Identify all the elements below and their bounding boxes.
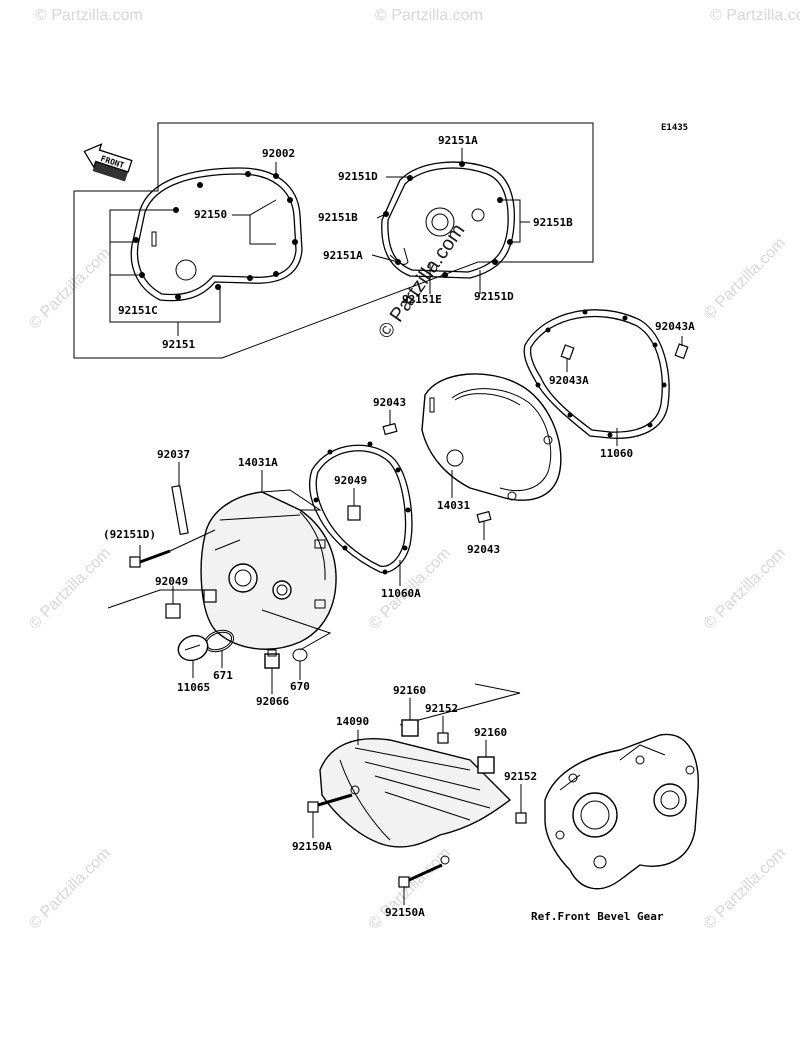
label-92002: 92002	[262, 147, 295, 160]
bushing-92049-left	[165, 603, 181, 619]
watermark: © Partzilla.com	[35, 7, 143, 24]
label-92043A-mid: 92043A	[549, 374, 589, 387]
cover-14031A	[200, 489, 337, 650]
gasket-11060A	[308, 441, 413, 575]
label-92160-right: 92160	[474, 726, 507, 739]
label-92037: 92037	[157, 448, 190, 461]
watermark: © Partzilla.com	[701, 235, 789, 323]
reference-front-bevel-gear: Ref.Front Bevel Gear	[531, 910, 664, 923]
diagram-code: E1435	[661, 123, 688, 133]
label-14031A: 14031A	[238, 456, 278, 469]
gasket-11060	[523, 309, 670, 439]
gasket-set-frame	[73, 122, 594, 359]
label-671: 671	[213, 669, 233, 682]
label-92151A-bottom: 92151A	[323, 249, 363, 262]
label-670: 670	[290, 680, 310, 693]
watermark: © Partzilla.com	[26, 845, 114, 933]
dowel-pin-92043	[382, 422, 492, 524]
label-92043-top: 92043	[373, 396, 406, 409]
label-92152-top: 92152	[425, 702, 458, 715]
label-92043A-right: 92043A	[655, 320, 695, 333]
bolt-92150A	[307, 793, 443, 888]
dowel-pin-92043A	[560, 343, 689, 361]
label-92152-right: 92152	[504, 770, 537, 783]
label-92066: 92066	[256, 695, 289, 708]
label-92151D-bottom: 92151D	[474, 290, 514, 303]
plug-92066	[264, 649, 280, 669]
label-11060: 11060	[600, 447, 633, 460]
gasket-left-cover	[130, 167, 303, 302]
front-bevel-gear-housing	[544, 733, 699, 890]
cover-14031	[421, 373, 562, 501]
label-92049-top: 92049	[334, 474, 367, 487]
label-92151B-left: 92151B	[318, 211, 358, 224]
label-92151D-paren: (92151D)	[103, 528, 156, 541]
bolt-92151D	[129, 549, 171, 568]
label-14031: 14031	[437, 499, 470, 512]
watermark: © Partzilla.com	[701, 845, 789, 933]
watermark: © Partzilla.com	[26, 245, 114, 333]
label-92150: 92150	[194, 208, 227, 221]
label-92151B-right: 92151B	[533, 216, 573, 229]
label-11060A: 11060A	[381, 587, 421, 600]
watermark: © Partzilla.com	[375, 7, 483, 24]
label-92151D-left: 92151D	[338, 170, 378, 183]
label-92151E: 92151E	[402, 293, 442, 306]
o-ring-670	[292, 648, 308, 662]
label-11065: 11065	[177, 681, 210, 694]
bolt-92037	[171, 484, 189, 536]
label-92150A-bottom: 92150A	[385, 906, 425, 919]
bushing-92049	[347, 505, 361, 521]
watermark: © Partzilla.com	[26, 545, 114, 633]
watermark: © Partzilla.com	[366, 845, 454, 933]
label-92151: 92151	[162, 338, 195, 351]
watermark: © Partzilla.com	[701, 545, 789, 633]
front-arrow-icon: FRONT	[83, 143, 133, 182]
label-92150A-top: 92150A	[292, 840, 332, 853]
label-92151C: 92151C	[118, 304, 158, 317]
label-14090: 14090	[336, 715, 369, 728]
label-92049-left: 92049	[155, 575, 188, 588]
label-92160-top: 92160	[393, 684, 426, 697]
label-92043-bottom: 92043	[467, 543, 500, 556]
cover-14090	[319, 738, 512, 865]
watermark: © Partzilla.com	[710, 7, 800, 24]
cap-11065	[177, 634, 209, 662]
label-92151A-top: 92151A	[438, 134, 478, 147]
